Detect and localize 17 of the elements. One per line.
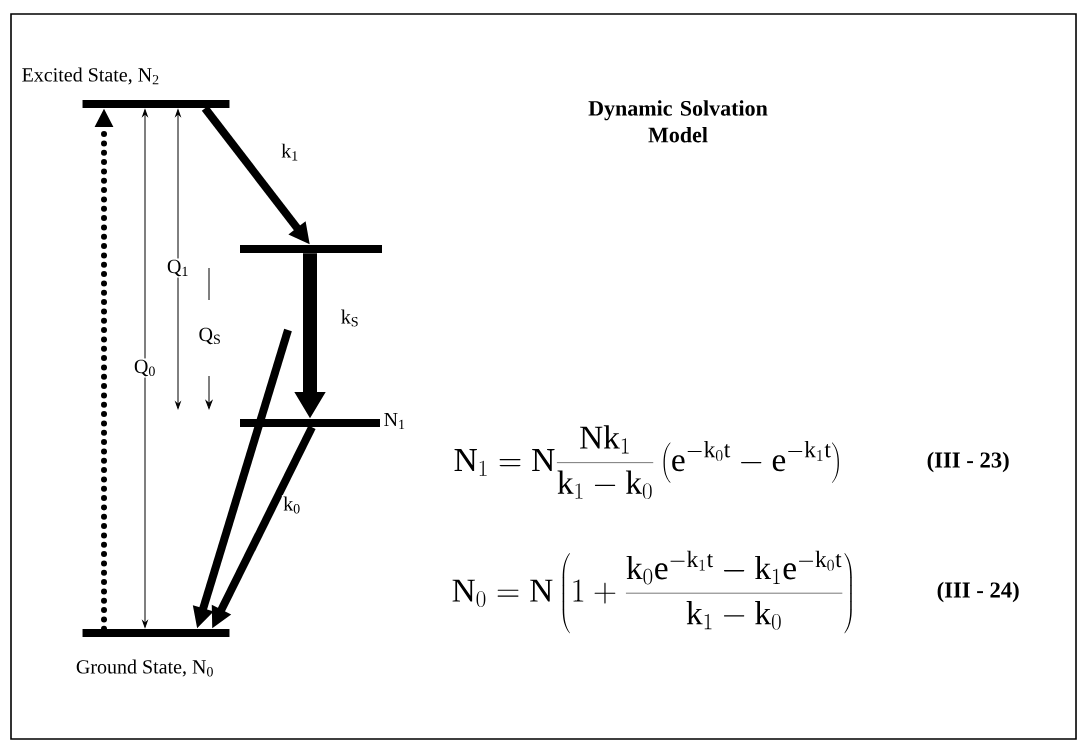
title: Dynamic Solvation Model bbox=[588, 100, 768, 143]
edge-label: Q$_{1}$ bbox=[165, 258, 191, 278]
arrow bbox=[142, 109, 148, 628]
equation: $\mathrm{N}_{1}=\mathrm{N}\frac{\mathrm{Nk}_{1}}{\mathrm{k}_{1}-\mathrm{k}_{0}}\left(\mathrm{e}^{-\mathrm{k}_{0}\mathrm{t}}-\mathrm{e}^{-\mathrm{k}_{1}\mathrm{t}}\right)$ bbox=[454, 425, 839, 500]
edge-label: Q$_{0}$ bbox=[132, 358, 158, 378]
dimension-label: Q$_{S}$ bbox=[199, 327, 220, 345]
level-label: Excited State, N$_{2}$ bbox=[22, 67, 159, 85]
energy-level-bar bbox=[240, 245, 382, 253]
edge-label: k$_{0}$ bbox=[281, 495, 303, 515]
equation-number: (III - 23) bbox=[927, 451, 1009, 473]
equation: $\mathrm{N}_{0}=\mathrm{N}\left(1+\frac{\mathrm{k}_{0}\mathrm{e}^{-\mathrm{k}_{1}\mathrm{t}}-\mathrm{k}_{1}\mathrm{e}^{-\mathrm{k}_{0}\mathrm{t}}}{\mathrm{k}_{1}-\mathrm{k}_{0}}\right)$ bbox=[452, 550, 852, 634]
edge-label: k$_{S}$ bbox=[339, 308, 361, 328]
level-label: N$_{1}$ bbox=[384, 413, 405, 429]
arrow bbox=[175, 109, 181, 409]
level-label: Ground State, N$_{0}$ bbox=[76, 659, 213, 677]
equation-number: (III - 24) bbox=[937, 581, 1019, 603]
edge-label: k$_{1}$ bbox=[279, 142, 301, 162]
